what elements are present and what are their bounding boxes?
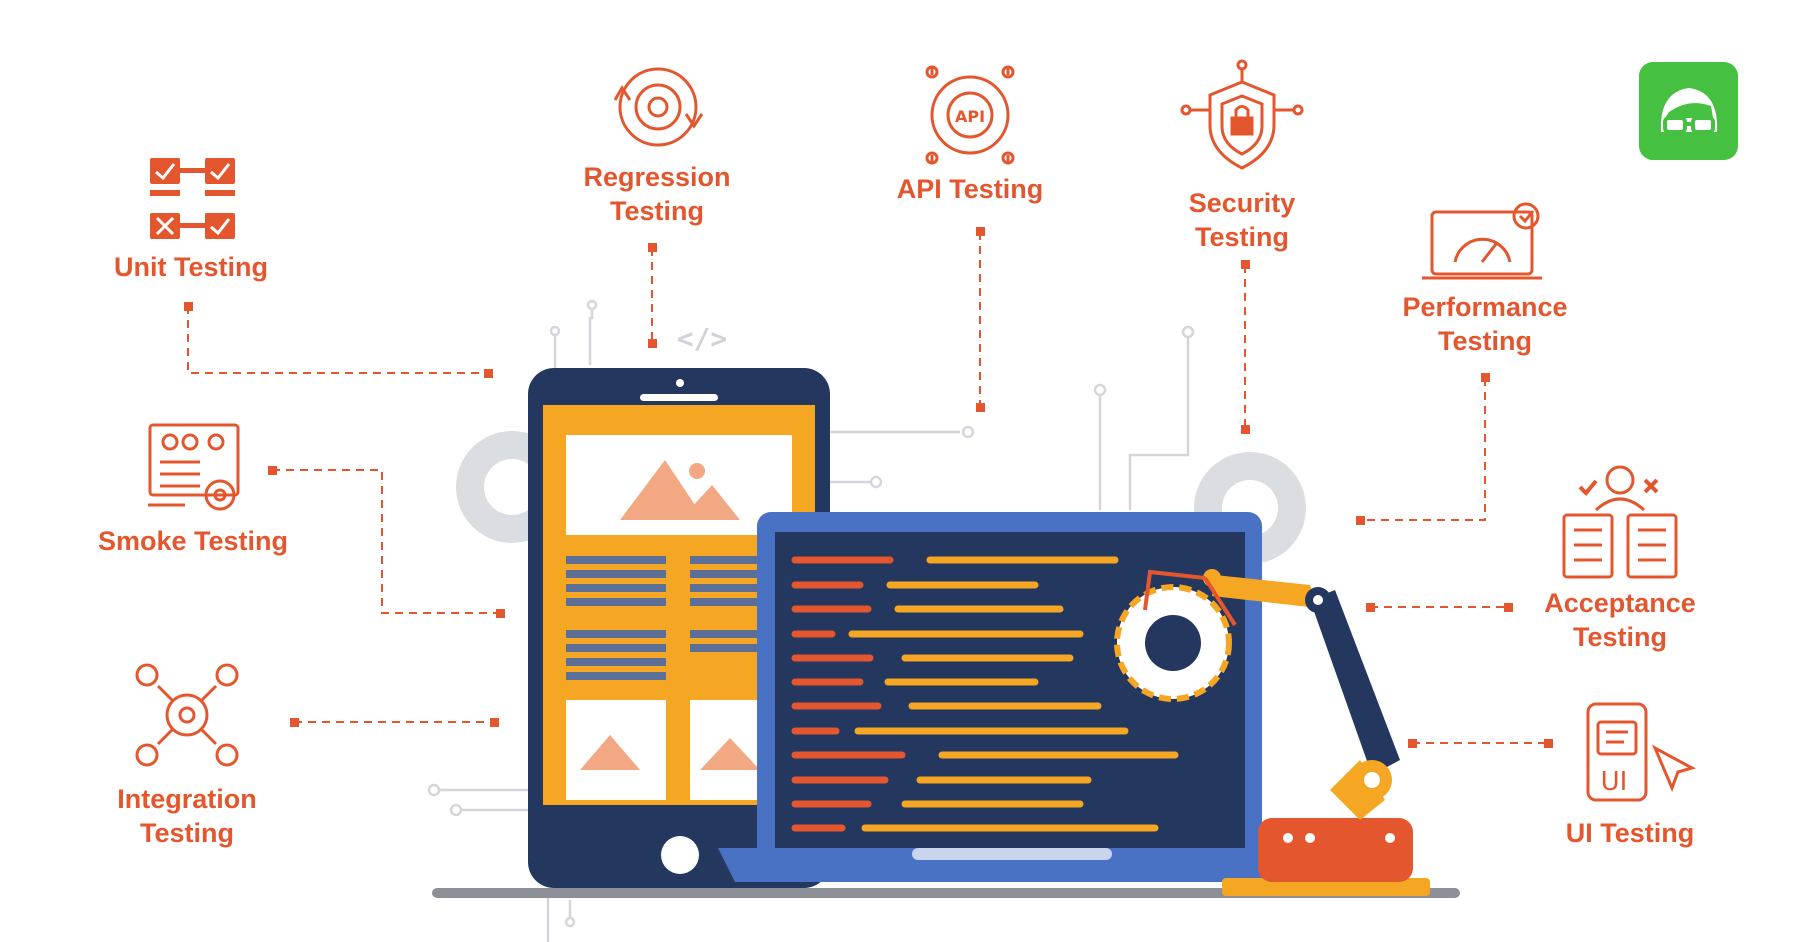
connector-endpoints <box>184 227 1553 748</box>
laptop-device <box>718 512 1300 882</box>
code-tag-icon: </> <box>677 322 728 355</box>
ground-line <box>432 888 1460 898</box>
laptop-gear-icon <box>1114 584 1232 702</box>
code-lines <box>791 556 1179 832</box>
integration-gears-icon <box>135 663 239 767</box>
acceptance-user-icon <box>1562 465 1678 579</box>
label-unit-testing: Unit Testing <box>114 252 268 282</box>
connector-lines <box>187 232 1548 744</box>
label-ui-testing: UI Testing <box>1565 818 1695 848</box>
ui-icon-text: UI <box>1601 767 1628 797</box>
api-gear-icon: API <box>925 65 1015 165</box>
smoke-dashboard-icon <box>148 423 240 511</box>
performance-gauge-icon <box>1422 202 1542 280</box>
security-shield-icon <box>1180 59 1304 170</box>
api-icon-text: API <box>955 107 985 126</box>
ui-phone-icon: UI <box>1586 702 1696 802</box>
regression-gear-icon <box>613 67 704 147</box>
label-api-testing: API Testing <box>896 174 1044 204</box>
label-smoke-testing: Smoke Testing <box>97 526 289 556</box>
brand-logo-icon <box>1639 62 1738 160</box>
robotic-arm <box>1143 569 1430 896</box>
checklist-icon <box>150 158 235 239</box>
